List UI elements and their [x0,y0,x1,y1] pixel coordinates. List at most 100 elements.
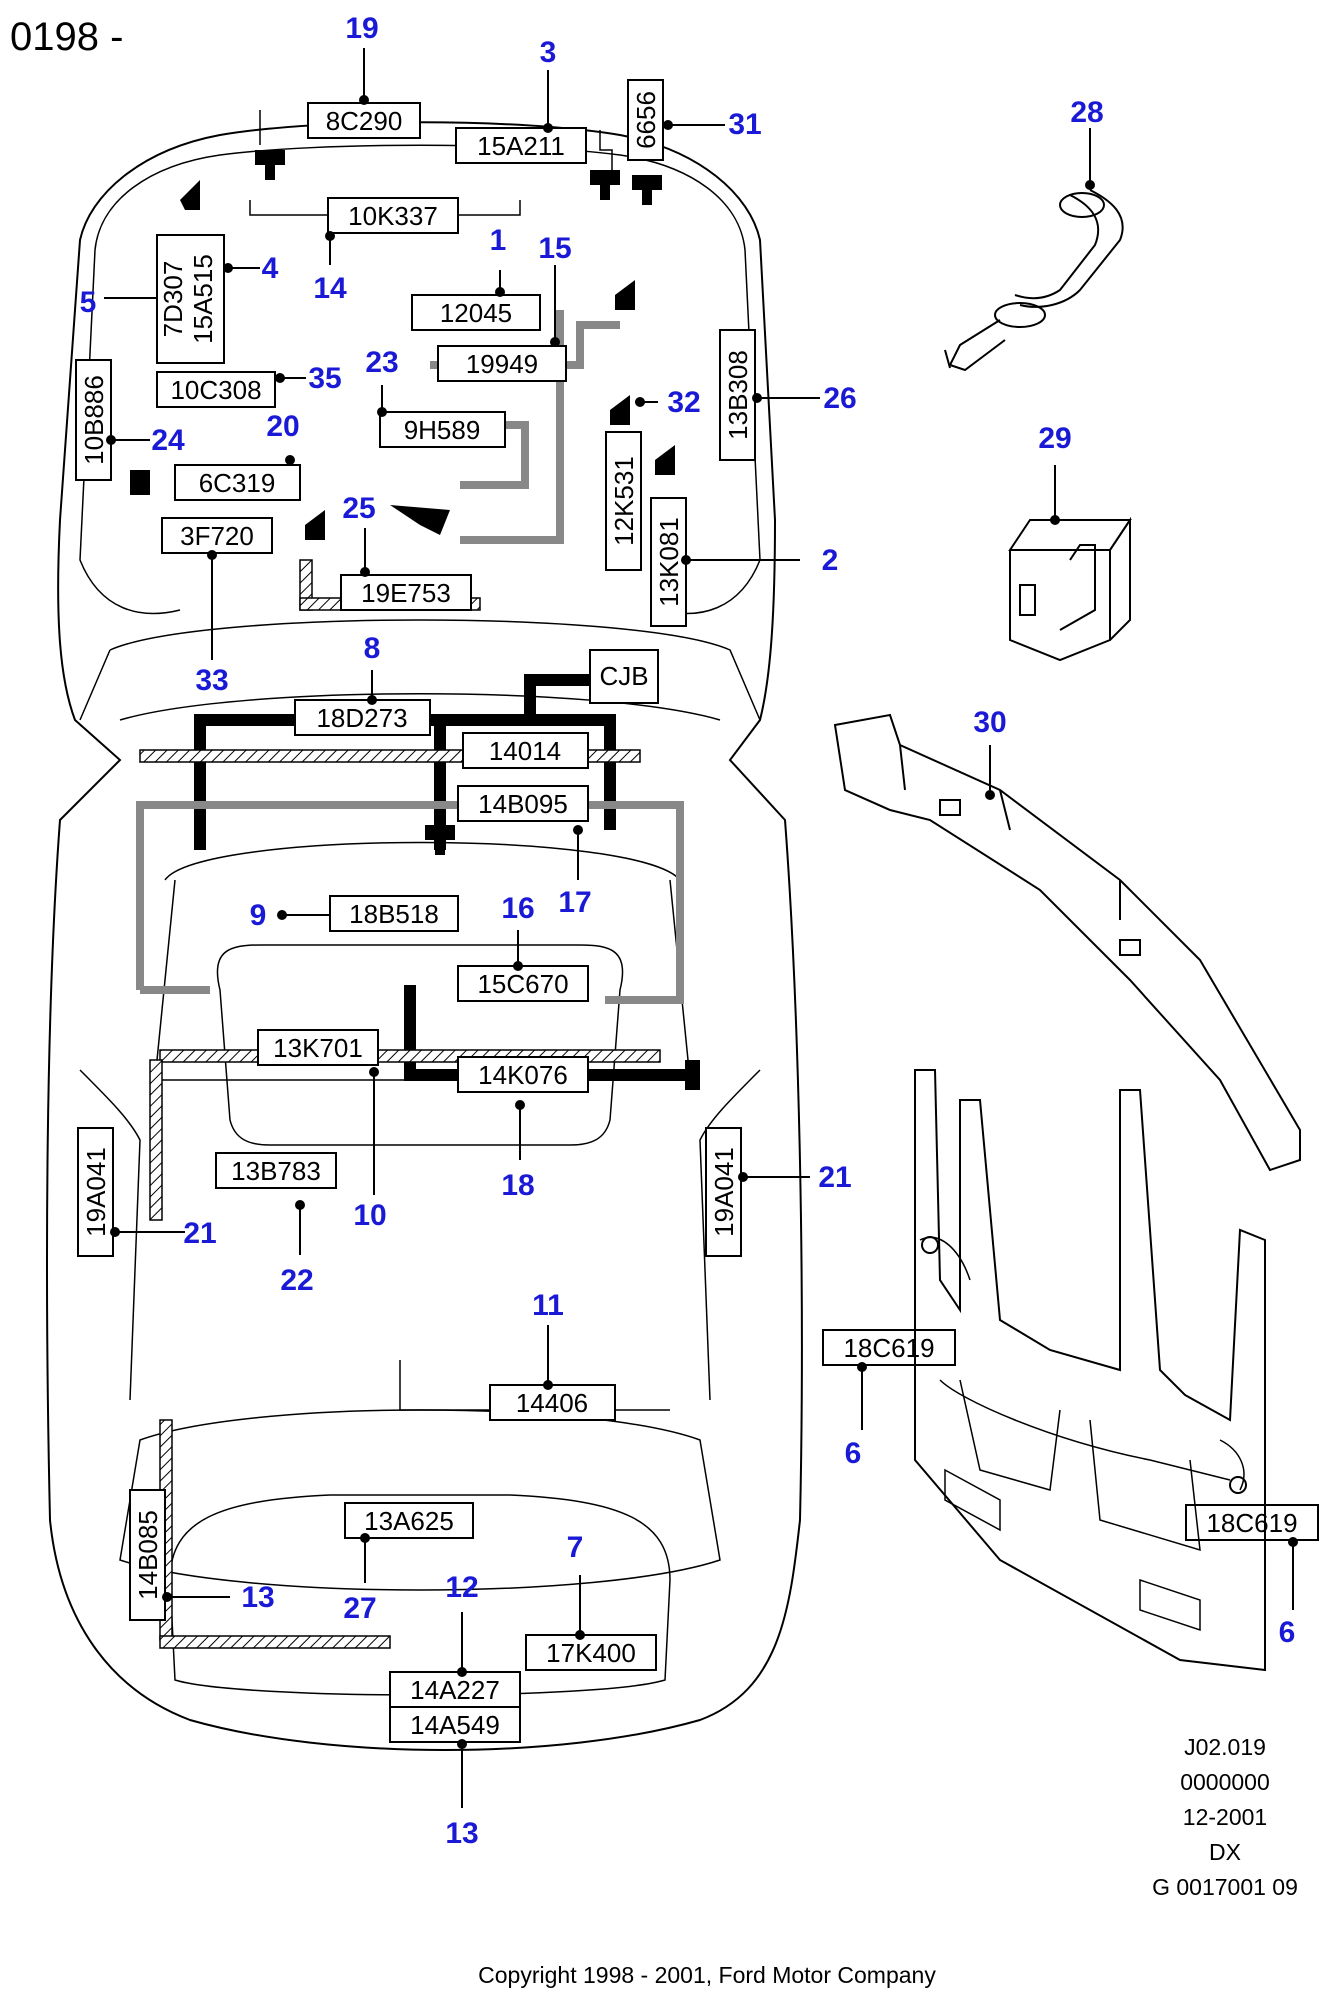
part-code-14k076: 14K076 [478,1060,568,1090]
callout-10: 10 [353,1199,386,1232]
part-code-10k337: 10K337 [348,201,438,231]
copyright: Copyright 1998 - 2001, Ford Motor Compan… [478,1962,936,1988]
part-code-13k081: 13K081 [654,517,684,607]
callout-6-left: 6 [845,1437,862,1470]
part-box-18c619-left [822,1329,956,1366]
callout-8: 8 [364,632,381,665]
callout-15: 15 [538,232,571,265]
callout-2: 2 [822,544,839,577]
ref-line-5: G 0017001 09 [1152,1874,1298,1900]
callout-13-bottom: 13 [445,1817,478,1850]
callout-3: 3 [540,36,557,69]
callout-24: 24 [151,424,185,457]
part-box-cjb [589,649,659,704]
part-box-6656 [627,79,664,161]
part-box-10k337 [327,197,459,234]
part-box-15a211 [455,127,587,164]
callout-5: 5 [80,286,97,319]
connector-icon [590,170,620,200]
callout-6-right: 6 [1279,1616,1296,1649]
connector-icon [610,395,630,425]
part-code-12045: 12045 [440,298,512,328]
callout-27: 27 [343,1592,376,1625]
part-code-14a227: 14A227 [410,1675,500,1705]
part-box-9h589 [379,411,506,448]
part-code-15a515: 15A515 [188,254,218,344]
reference-block: J02.019 0000000 12-2001 DX G 0017001 09 [1152,1734,1298,1900]
part-code-14b085: 14B085 [133,1510,163,1600]
part-code-18d273: 18D273 [316,703,407,733]
callout-30: 30 [973,706,1006,739]
bracket-detail [833,713,1301,1172]
part-code-14406: 14406 [516,1388,588,1418]
part-box-13b783 [215,1152,337,1189]
part-box-14b095 [457,785,589,822]
connector-icon [425,825,455,855]
part-code-6c319: 6C319 [199,468,276,498]
part-box-12k531 [605,431,642,571]
callout-31: 31 [728,108,761,141]
part-code-13b783: 13B783 [231,1156,321,1186]
part-box-17k400 [525,1634,657,1671]
part-code-10b886: 10B886 [79,375,109,465]
part-box-19e753 [340,574,472,611]
part-code-18c619-right: 18C619 [1206,1508,1297,1538]
part-code-3f720: 3F720 [180,521,254,551]
part-code-15a211: 15A211 [477,131,565,161]
part-box-14014 [462,732,589,769]
connector-icon [655,445,675,475]
part-code-8c290: 8C290 [326,106,403,136]
part-box-3f720 [161,517,273,554]
callout-19: 19 [345,12,378,45]
part-code-17k400: 17K400 [546,1638,636,1668]
part-box-13a625 [344,1502,474,1539]
callout-13-left: 13 [241,1581,274,1614]
part-box-13k081 [650,497,687,627]
part-box-18b518 [329,895,459,932]
part-box-14k076 [457,1056,589,1093]
part-code-19949: 19949 [466,349,538,379]
part-code-13b308: 13B308 [723,350,753,440]
part-box-13k701 [257,1029,379,1066]
part-box-14b085 [129,1489,166,1621]
part-box-10b886 [75,359,112,481]
part-boxes: 8C290 15A211 6656 10K337 7D307 15A515 12… [75,79,1319,1743]
callout-11: 11 [532,1289,564,1322]
part-code-7d307: 7D307 [158,261,188,338]
callout-16: 16 [501,892,534,925]
part-code-9h589: 9H589 [404,415,481,445]
callout-20: 20 [266,410,299,443]
part-code-14a549: 14A549 [410,1710,500,1740]
callout-numbers: 19 3 31 1 15 4 5 14 23 35 20 24 32 26 25… [80,12,1296,1850]
part-box-10c308 [156,371,276,408]
part-box-19a041-right [705,1127,742,1257]
part-box-19949 [437,345,567,382]
part-code-19a041-left: 19A041 [81,1147,111,1237]
callout-26: 26 [823,382,856,415]
callout-9: 9 [250,899,267,932]
part-code-12k531: 12K531 [609,456,639,546]
part-code-13k701: 13K701 [273,1033,363,1063]
part-box-15c670 [457,965,589,1002]
part-box-14a227 [389,1671,521,1708]
callout-23: 23 [365,346,398,379]
part-box-12045 [411,294,541,331]
connector-icon [255,150,285,180]
connector-icon [632,175,662,205]
callout-1: 1 [490,224,507,257]
callout-21-left: 21 [183,1217,216,1250]
part-box-19a041-left [77,1127,114,1257]
callout-33: 33 [195,664,228,697]
connector-plugs [130,150,700,1090]
part-box-8c290 [307,102,421,139]
callout-4: 4 [262,252,279,285]
part-code-6656: 6656 [631,91,661,149]
connector-icon [305,510,325,540]
part-box-14a549 [389,1706,521,1743]
part-code-10c308: 10C308 [170,375,261,405]
page-code: 0198 - [10,15,123,59]
part-code-19a041-right: 19A041 [709,1147,739,1237]
callout-17: 17 [558,886,591,919]
connector-icon [390,505,450,535]
